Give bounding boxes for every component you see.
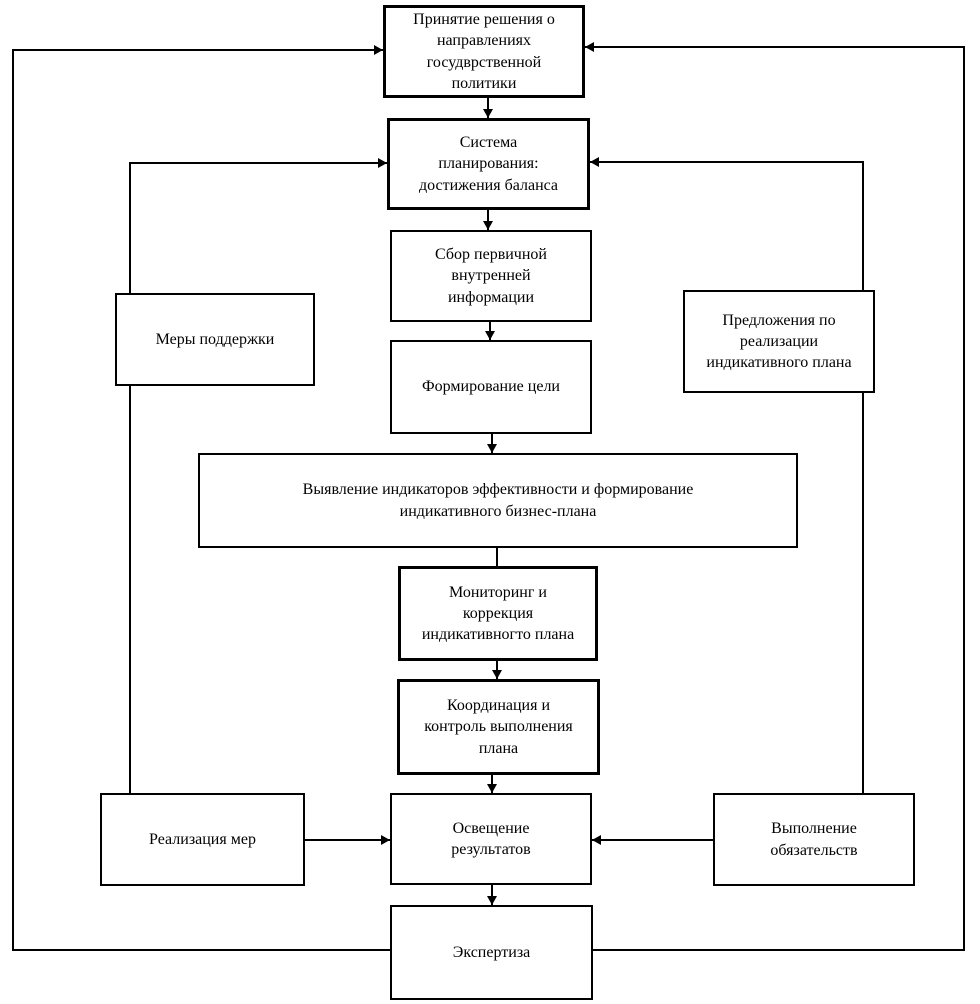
node-expertise-label: Экспертиза <box>452 943 531 961</box>
node-primary-info-collection-label: Сбор первичной внутренней информации <box>435 246 547 306</box>
arrowhead-left-icon <box>590 157 599 167</box>
node-indicators-identification-label: Выявление индикаторов эффективности и фо… <box>302 481 694 520</box>
node-measures-implementation: Реализация мер <box>100 793 305 886</box>
node-support-measures-label: Меры поддержки <box>155 330 275 348</box>
arrowhead-down-icon <box>487 444 497 453</box>
arrowhead-left-icon <box>585 42 594 52</box>
node-plan-proposals: Предложения по реализации индикативного … <box>683 290 875 393</box>
connector-vypolnenie-predlozhenia <box>862 393 864 793</box>
connector-predlozhenia-up <box>862 161 864 290</box>
connector-outer-left-top <box>12 49 383 51</box>
node-results-coverage: Освещение результатов <box>390 793 592 885</box>
connector-predlozhenia-sistema <box>590 161 864 163</box>
arrowhead-right-icon <box>381 835 390 845</box>
connector-osveshenie-ekspertiza <box>491 885 493 905</box>
node-monitoring-correction: Мониторинг и коррекция индикативногто пл… <box>398 566 598 661</box>
connector-outer-right-bottom <box>593 949 965 951</box>
arrowhead-right-icon <box>378 158 387 168</box>
node-planning-system-label: Система планирования: достижения баланса <box>418 134 559 194</box>
node-goal-formation: Формирование цели <box>390 340 592 434</box>
node-indicators-identification: Выявление индикаторов эффективности и фо… <box>198 453 798 548</box>
connector-outer-left-vertical <box>12 49 14 951</box>
node-decision: Принятие решения о направлениях госудврс… <box>383 5 585 98</box>
node-results-coverage-label: Освещение результатов <box>451 819 531 858</box>
connector-outer-right-vertical <box>963 46 965 951</box>
node-measures-implementation-label: Реализация мер <box>149 830 256 848</box>
connector-realizatsia-mery <box>129 386 131 793</box>
arrowhead-down-icon <box>487 896 497 905</box>
connector-outer-right-top <box>585 46 965 48</box>
arrowhead-down-icon <box>487 784 497 793</box>
connector-realizatsia-osveshenie <box>305 839 390 841</box>
node-monitoring-correction-label: Мониторинг и коррекция индикативногто пл… <box>421 583 575 644</box>
connector-formirovanie-wide <box>491 434 493 453</box>
node-decision-label: Принятие решения о направлениях госудврс… <box>413 11 555 92</box>
arrowhead-down-icon <box>483 221 493 230</box>
connector-outer-left-bottom <box>12 949 390 951</box>
connector-vypolnenie-osveshenie <box>592 839 713 841</box>
node-support-measures: Меры поддержки <box>115 293 315 386</box>
arrowhead-down-icon <box>485 331 495 340</box>
node-coordination-control-label: Координация и контроль выполнения плана <box>424 697 573 757</box>
arrowhead-down-icon <box>492 670 502 679</box>
node-obligations-fulfillment: Выполнение обязательств <box>713 793 915 886</box>
node-obligations-fulfillment-label: Выполнение обязательств <box>770 820 858 859</box>
connector-sistema-sbor <box>487 210 489 230</box>
arrowhead-down-icon <box>483 109 493 118</box>
node-primary-info-collection: Сбор первичной внутренней информации <box>390 230 592 322</box>
arrowhead-left-icon <box>592 835 601 845</box>
connector-wide-monitoring <box>496 548 498 566</box>
node-coordination-control: Координация и контроль выполнения плана <box>397 679 600 775</box>
node-planning-system: Система планирования: достижения баланса <box>387 118 590 210</box>
node-plan-proposals-label: Предложения по реализации индикативного … <box>706 311 852 372</box>
node-goal-formation-label: Формирование цели <box>422 378 560 396</box>
node-expertise: Экспертиза <box>390 905 593 1000</box>
connector-decision-sistema <box>487 98 489 118</box>
connector-mery-sistema <box>129 162 387 164</box>
arrowhead-right-icon <box>374 45 383 55</box>
connector-mery-up <box>129 162 131 293</box>
